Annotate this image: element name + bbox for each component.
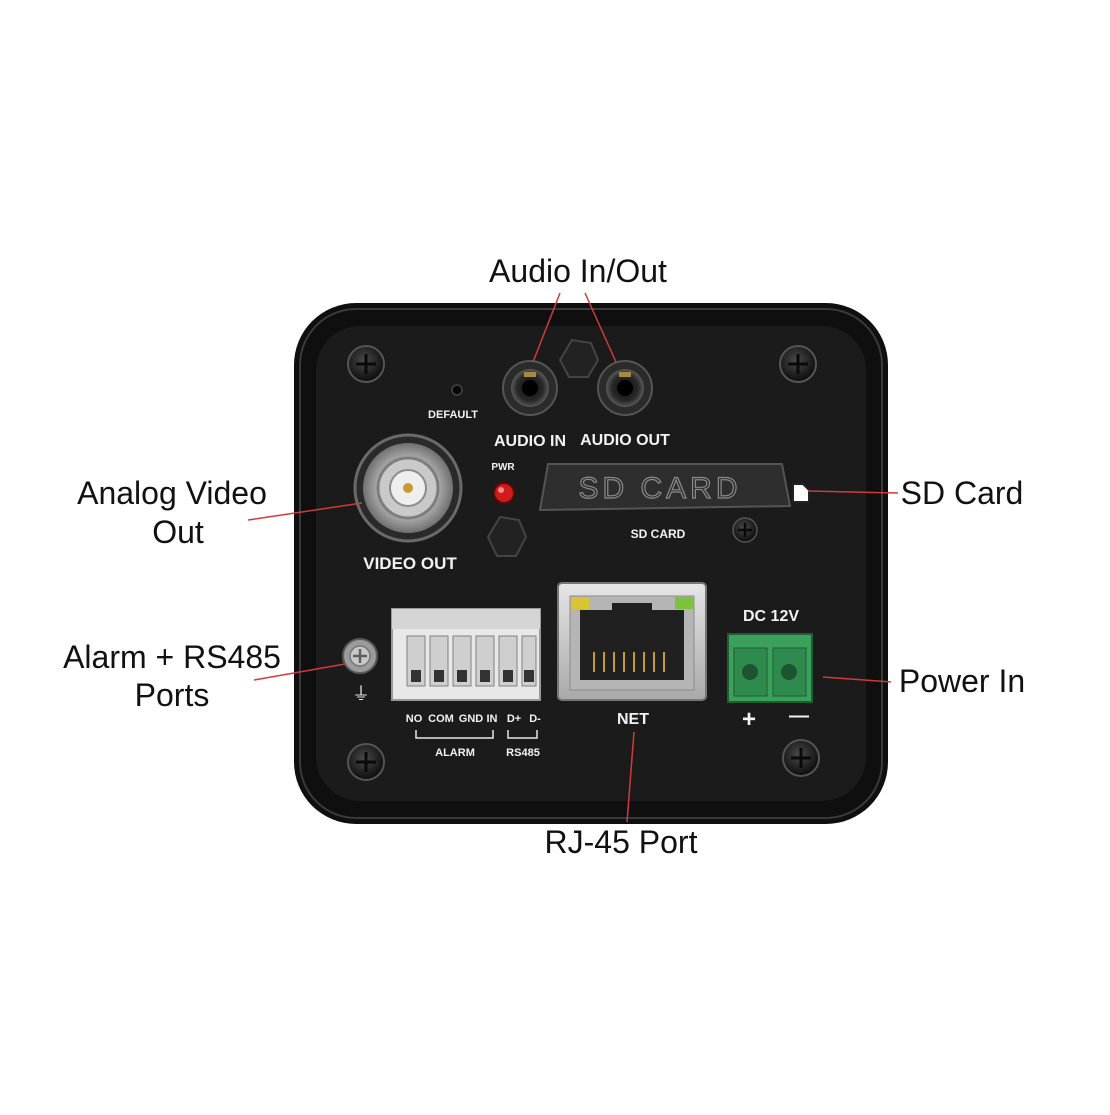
alarm-label: ALARM [435,747,475,759]
alarm-bracket [415,730,494,739]
corner-screw-br [782,739,820,777]
terminal-label-d-minus: D- [529,713,541,725]
terminal-labels: NO COM GND IN D+ D- [406,713,541,725]
minus-label: — [789,705,809,727]
callout-alarm-line2: Ports [135,677,210,713]
audio-out-jack [597,360,653,416]
power-led-highlight [498,487,504,493]
dc-power-terminal [727,633,813,703]
callout-line-power [822,676,892,683]
callout-sd-card: SD Card [901,475,1024,511]
ground-screw [342,638,378,674]
pwr-label: PWR [491,462,515,473]
rs485-label: RS485 [506,747,540,759]
corner-screw-tr [779,345,817,383]
audio-in-jack [502,360,558,416]
camera-body-edge [299,308,883,819]
rs485-bracket [507,730,538,739]
callout-line-alarm [253,663,346,681]
ground-symbol-icon: ⏚ [352,684,370,704]
callout-analog-video-line2: Out [152,514,204,550]
dc-12v-label: DC 12V [743,608,799,625]
hex-nut-top [558,338,600,378]
sd-card-cover-screw [732,517,758,543]
rj45-green-led [675,597,693,609]
rj45-yellow-led [571,597,589,609]
callout-power-in: Power In [899,663,1025,699]
sd-card-slot-cover[interactable] [538,463,792,512]
terminal-label-d-plus: D+ [507,713,521,725]
callout-audio-in-out: Audio In/Out [489,253,667,289]
callout-lines [247,292,899,823]
corner-screw-bl [347,743,385,781]
callout-line-audio-in [532,292,561,363]
callout-analog-video-line1: Analog Video [77,475,267,511]
net-label: NET [617,711,649,728]
callout-line-analog-video [247,502,363,521]
terminal-label-com: COM [428,713,454,725]
hex-nut-left [486,515,528,557]
terminal-label-in: IN [487,713,498,725]
callout-alarm-line1: Alarm + RS485 [63,639,281,675]
sd-card-icon [792,483,810,503]
rj45-ethernet-port [557,582,707,701]
alarm-rs485-terminal-block [391,608,541,701]
plus-label: + [742,706,756,733]
callout-line-rj45 [626,731,635,823]
terminal-label-gnd: GND [459,713,484,725]
video-out-label: VIDEO OUT [363,554,457,573]
callout-line-audio-out [584,292,617,363]
corner-screw-tl [347,345,385,383]
terminal-slots [406,635,537,687]
default-label: DEFAULT [428,409,478,421]
power-led [493,482,515,504]
audio-in-label: AUDIO IN [494,433,566,450]
callout-line-sd-card [807,490,899,494]
bnc-video-out-connector [353,433,463,543]
sd-card-cover-label: SD CARD [578,472,741,505]
callout-rj45-port: RJ-45 Port [545,824,698,860]
audio-out-label: AUDIO OUT [580,432,670,449]
default-reset-hole [451,384,463,396]
terminal-label-no: NO [406,713,423,725]
sd-card-label: SD CARD [631,527,686,541]
